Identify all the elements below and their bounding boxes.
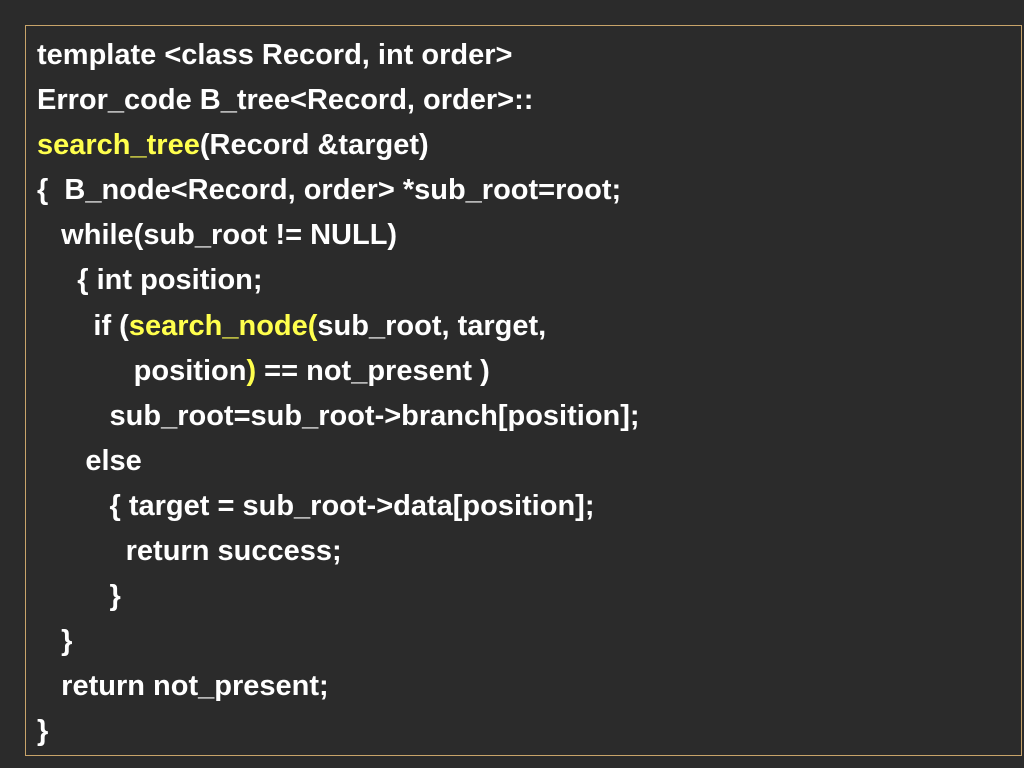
code-line-14: } bbox=[37, 625, 73, 658]
code-line-16: } bbox=[37, 715, 49, 748]
not-present-compare: == not_present ) bbox=[256, 354, 490, 387]
code-line-2: Error_code B_tree<Record, order>:: bbox=[37, 84, 534, 117]
code-listing: template <class Record, int order> Error… bbox=[37, 35, 1021, 757]
code-line-1: template <class Record, int order> bbox=[37, 39, 513, 71]
code-line-5: while(sub_root != NULL) bbox=[37, 219, 398, 252]
code-line-12: return success; bbox=[37, 535, 342, 568]
code-line-4: { B_node<Record, order> *sub_root=root; bbox=[37, 174, 622, 207]
search-tree-function-name: search_tree bbox=[37, 129, 200, 162]
code-line-8: position) == not_present ) bbox=[37, 351, 1021, 396]
code-line-6: { int position; bbox=[37, 264, 263, 297]
if-keyword: if ( bbox=[37, 309, 129, 342]
code-line-3: search_tree(Record &target) bbox=[37, 125, 1021, 170]
code-line-15: return not_present; bbox=[37, 670, 329, 703]
search-node-close-paren: ) bbox=[246, 354, 257, 387]
search-node-args: sub_root, target, bbox=[317, 309, 547, 342]
search-tree-params: (Record &target) bbox=[199, 129, 429, 162]
code-line-9: sub_root=sub_root->branch[position]; bbox=[37, 399, 640, 432]
position-arg: position bbox=[37, 354, 247, 387]
code-frame: template <class Record, int order> Error… bbox=[25, 25, 1022, 756]
search-node-function-name: search_node( bbox=[128, 309, 318, 342]
code-line-7: if (search_node(sub_root, target, bbox=[37, 306, 1021, 351]
code-line-10: else bbox=[37, 444, 142, 477]
code-line-13: } bbox=[37, 580, 121, 613]
code-line-11: { target = sub_root->data[position]; bbox=[37, 489, 595, 522]
